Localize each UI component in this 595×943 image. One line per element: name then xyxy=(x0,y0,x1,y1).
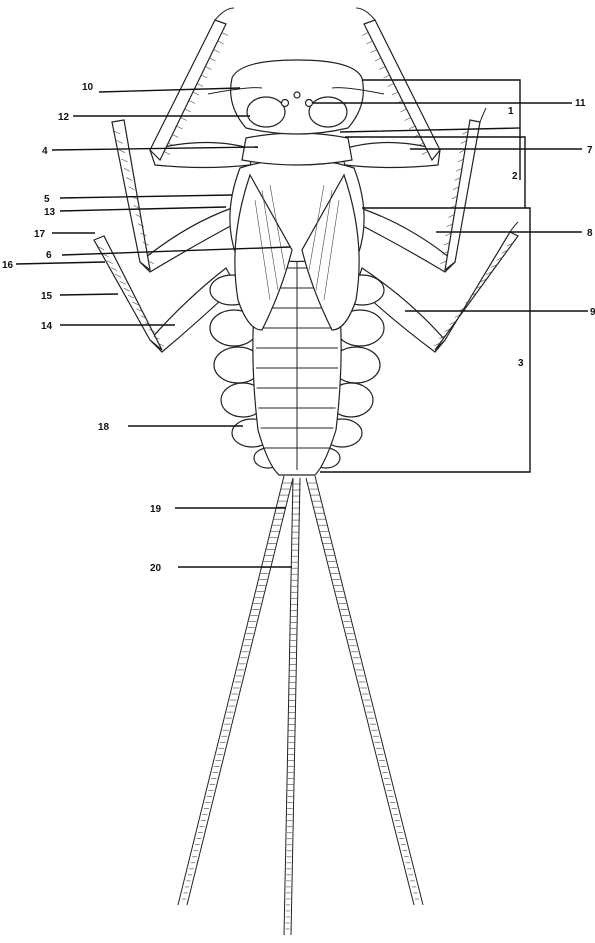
label-4: 4 xyxy=(42,146,48,157)
label-12: 12 xyxy=(58,112,70,123)
label-20: 20 xyxy=(150,563,162,574)
label-13: 13 xyxy=(44,207,56,218)
label-7: 7 xyxy=(587,145,593,156)
label-6: 6 xyxy=(46,250,52,261)
label-14: 14 xyxy=(41,321,53,332)
label-8: 8 xyxy=(587,228,593,239)
label-18: 18 xyxy=(98,422,110,433)
head xyxy=(208,60,384,134)
label-2: 2 xyxy=(512,171,518,182)
label-17: 17 xyxy=(34,229,46,240)
label-5: 5 xyxy=(44,194,50,205)
label-16: 16 xyxy=(2,260,14,271)
label-15: 15 xyxy=(41,291,53,302)
label-11: 11 xyxy=(575,98,586,109)
cerci xyxy=(178,476,423,935)
label-9: 9 xyxy=(590,307,595,318)
label-3: 3 xyxy=(518,358,524,369)
label-19: 19 xyxy=(150,504,162,515)
label-1: 1 xyxy=(508,106,514,117)
label-10: 10 xyxy=(82,82,94,93)
